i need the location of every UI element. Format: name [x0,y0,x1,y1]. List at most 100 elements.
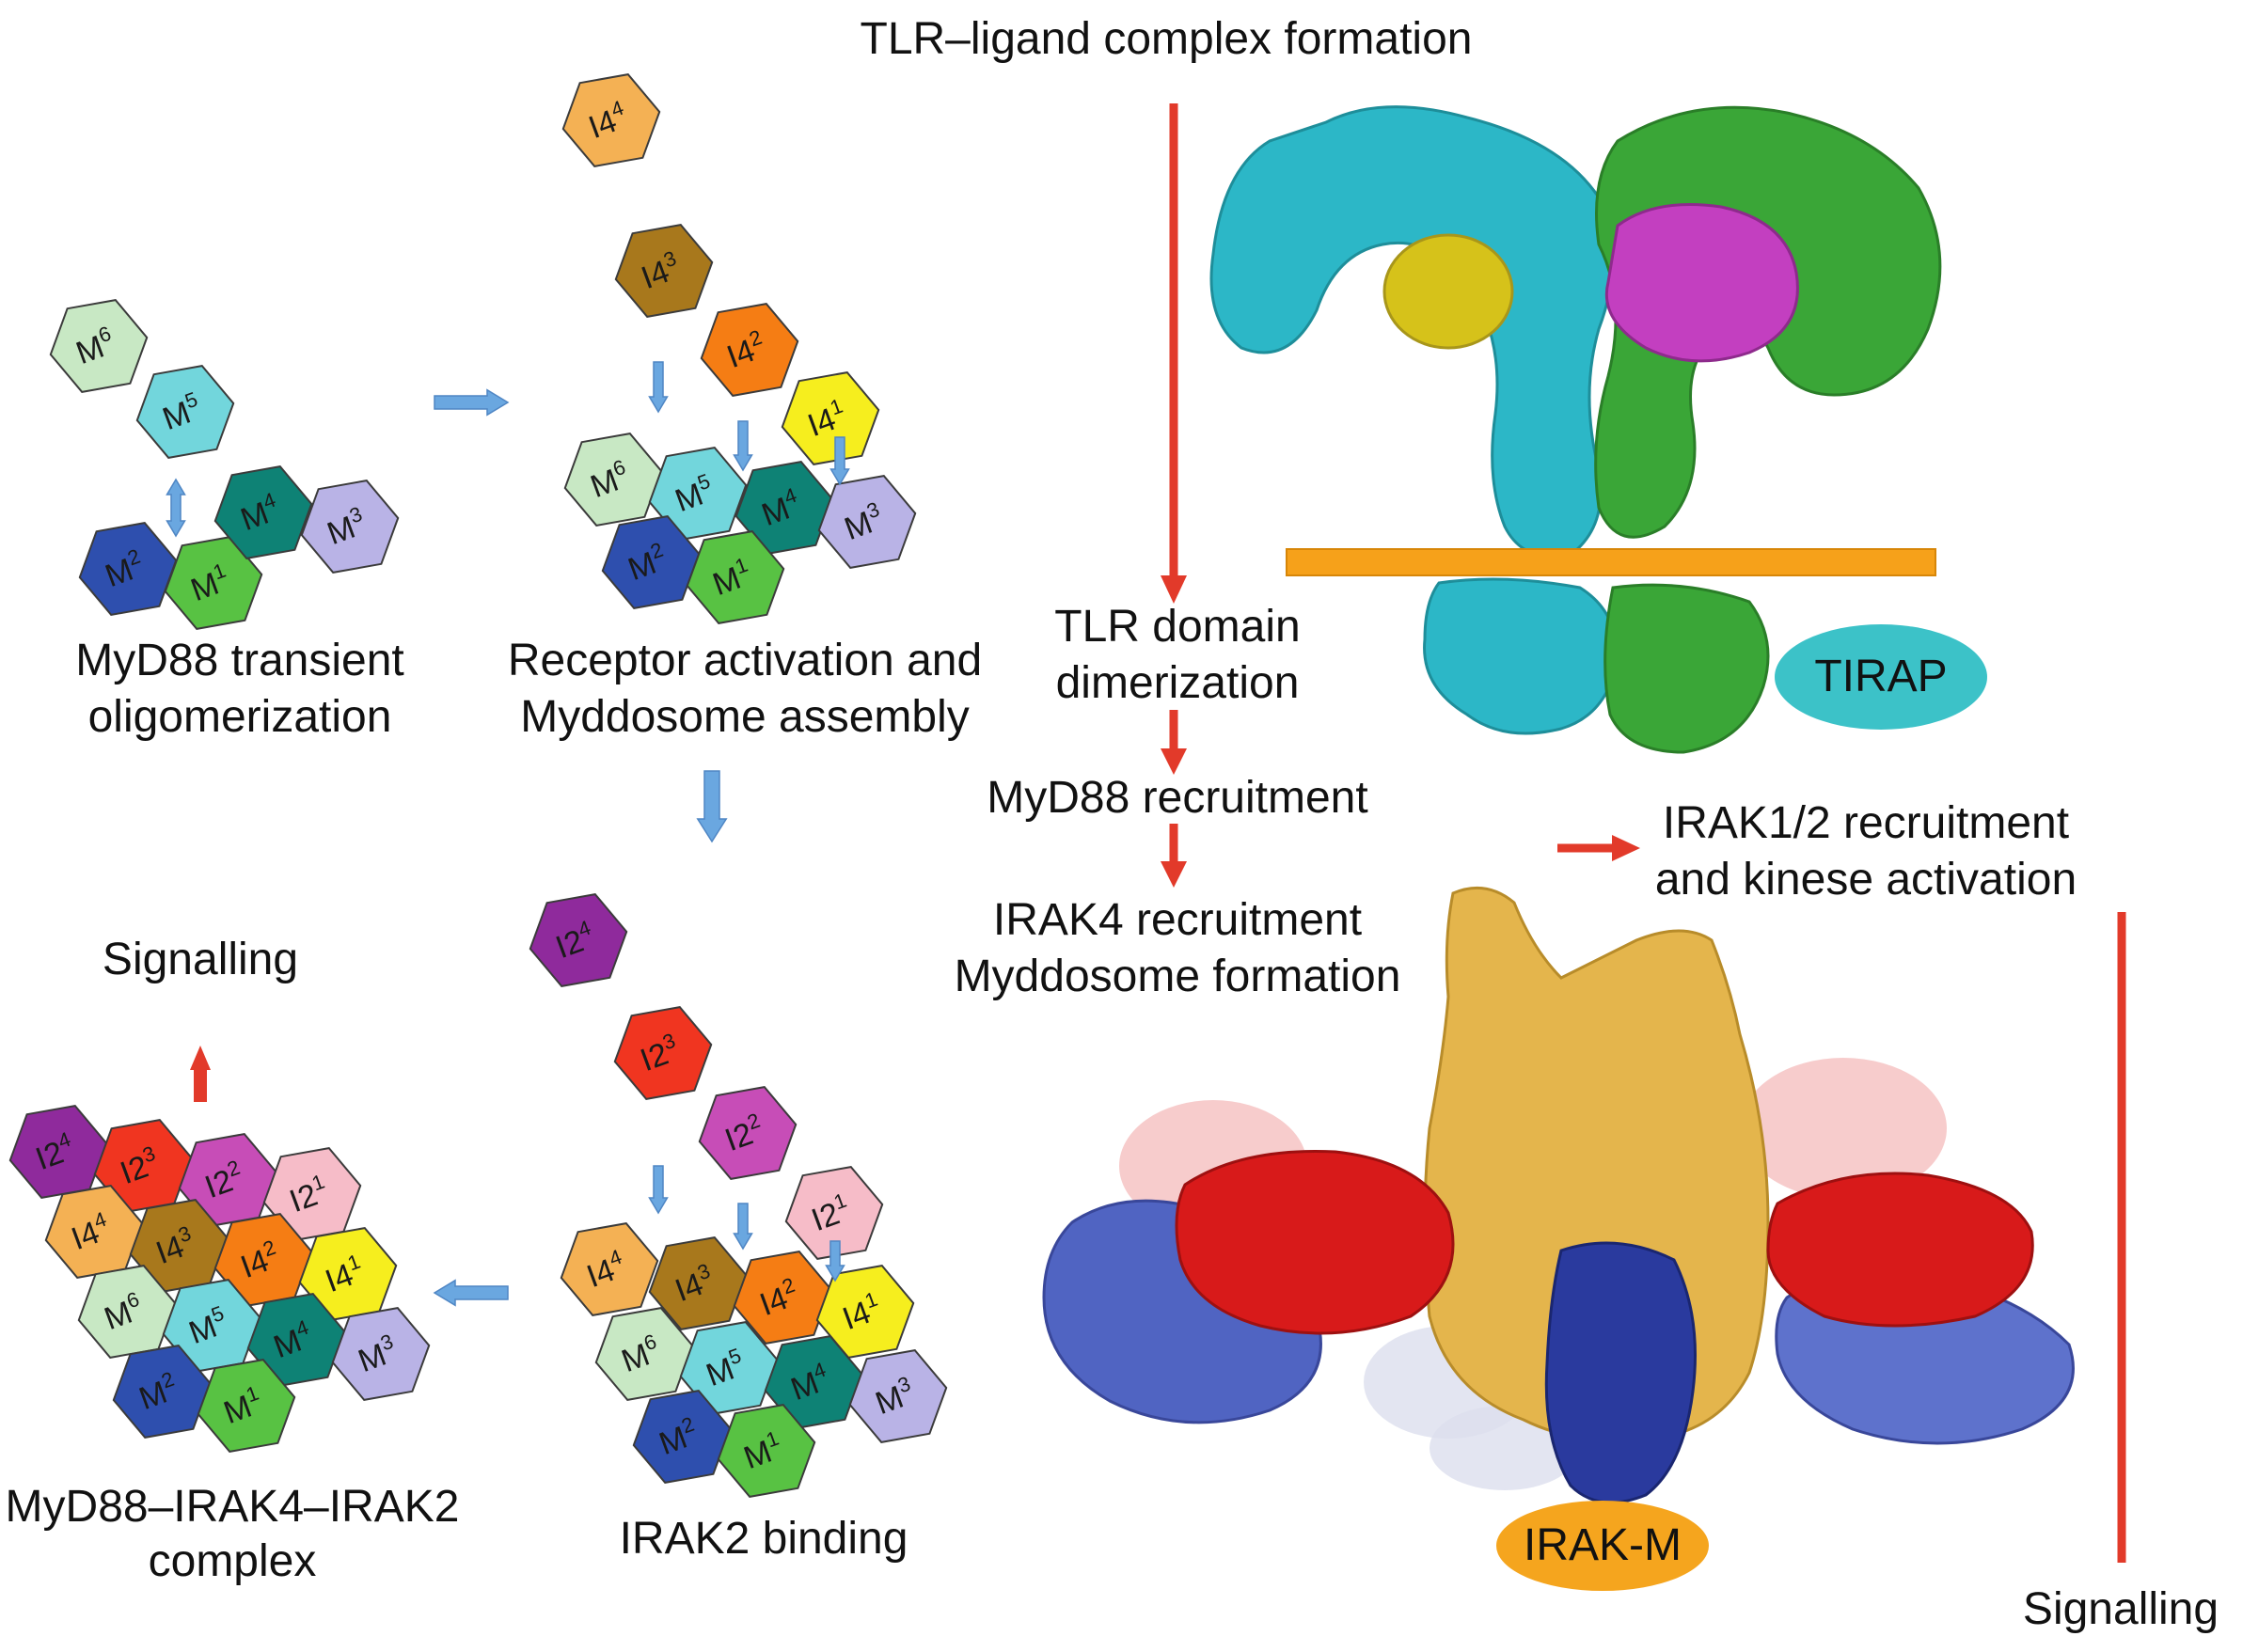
pathway-irak12-line1: IRAK1/2 recruitment [1663,798,2069,848]
irakm-badge [1496,1501,1709,1591]
pathway-arrow-dimerization-head [1161,748,1187,775]
hex-c2-m5: M5 [648,447,748,541]
tirap-label: TIRAP [1814,652,1947,701]
hex-shape [49,299,149,393]
hex-shape [717,1404,816,1498]
hex-c4-m2: M2 [112,1345,212,1439]
blue-arrows [166,361,850,1307]
pathway-arrow-main-head [1161,575,1187,604]
hex-shape [648,447,748,541]
hex-c1-m3: M3 [300,480,400,574]
hex-shape [686,530,785,624]
hex-c2-m3: M3 [817,475,917,569]
pathway-dimerization-line2: dimerization [1056,658,1300,708]
pathway-arrow-myd88-head [1161,861,1187,888]
hex-c3-i43: I43 [648,1236,748,1330]
faded-irak2-right [1740,1058,1947,1199]
pathway-irak4-line2: Myddosome formation [955,952,1401,1001]
tirap-badge [1775,624,1987,730]
hex-shape [331,1307,431,1401]
blue-arrow-i22-c3 [648,1165,669,1215]
myddosome-structure: IRAK-M [1042,886,2075,1591]
hex-shape [594,1307,694,1401]
hex-c3-i24: I24 [529,893,628,987]
step-transient-line1: MyD88 transient [75,636,403,685]
hex-c3-m3: M3 [848,1349,948,1443]
pathway-arrows [190,103,2126,1563]
hex-c1-m4: M4 [213,465,313,559]
blue-arrow-i21b-c3 [825,1240,845,1282]
hex-c3-i23: I23 [613,1006,713,1100]
hex-c2-m1: M1 [686,530,785,624]
hex-c4-m5: M5 [162,1279,261,1373]
hex-shape [735,461,834,555]
membrane-bar [1286,548,1936,576]
hex-c3-m2: M2 [632,1390,732,1484]
step-transient-line2: oligomerization [88,692,392,742]
signalling-right-label: Signalling [2023,1584,2219,1634]
hex-shape [648,1236,748,1330]
hex-shape [529,893,628,987]
hex-c4-i23: I23 [93,1119,193,1213]
hex-c3-i44: I44 [560,1222,659,1316]
text-labels: TLR–ligand complex formation MyD88 trans… [6,14,2219,1634]
step-complex-line2: complex [149,1536,317,1586]
hex-c4-i22: I22 [178,1133,277,1227]
step-irak2-binding: IRAK2 binding [620,1514,908,1564]
hex-shape [78,522,178,616]
hex-shape [679,1321,779,1415]
signalling-up-arrow [190,1046,211,1070]
blue-arrow-i41-c2 [829,436,850,486]
hex-shape [613,1006,713,1100]
hex-c3-i21: I21 [784,1166,884,1260]
hex-shape [561,73,661,167]
hex-c4-i41: I41 [298,1227,398,1321]
step-complex-line1: MyD88–IRAK4–IRAK2 [6,1482,460,1532]
blue-double-arrow-m5-m2 [166,478,186,538]
step-assembly-line1: Receptor activation and [508,636,982,685]
ligand-magenta [1604,203,1799,363]
hex-c4-i24: I24 [8,1105,108,1199]
hex-c3-m5: M5 [679,1321,779,1415]
hex-shape [560,1222,659,1316]
hex-c3-m4: M4 [764,1335,863,1429]
hex-c1-m5: M5 [135,365,235,459]
blue-arrow-irak2-to-complex [433,1279,509,1307]
hex-shape [300,480,400,574]
hex-shape [112,1345,212,1439]
hex-c3-i22: I22 [698,1086,798,1180]
hex-shape [601,515,701,609]
hex-shape [815,1265,915,1359]
hex-shape [197,1359,296,1453]
tir-domain-cyan [1423,577,1619,735]
hexagon-clusters: M6M5M2M1M4M3I44I43I42I41M6M5M4M3M2M1I24I… [8,73,948,1498]
hex-shape [817,475,917,569]
hex-c4-m1: M1 [197,1359,296,1453]
pathway-arrow-irak4-head [1612,835,1640,861]
ligand-yellow [1382,233,1514,350]
hex-shape [213,465,313,559]
pathway-myd88: MyD88 recruitment [987,773,1367,823]
hex-c4-m3: M3 [331,1307,431,1401]
hex-c2-i42: I42 [700,303,799,397]
blue-arrow-assembly-to-irak2 [696,770,728,843]
hex-c3-m1: M1 [717,1404,816,1498]
hex-shape [764,1335,863,1429]
pathway-irak12-line2: and kinese activation [1655,855,2077,905]
hex-shape [135,365,235,459]
hex-shape [733,1251,832,1345]
hex-c1-m6: M6 [49,299,149,393]
hex-shape [246,1293,346,1387]
hex-c2-m6: M6 [563,433,663,527]
step-assembly-line2: Myddosome assembly [520,692,970,742]
hex-c2-m2: M2 [601,515,701,609]
hex-c3-i42: I42 [733,1251,832,1345]
hex-c1-m2: M2 [78,522,178,616]
hex-c3-m6: M6 [594,1307,694,1401]
hex-c3-i41: I41 [815,1265,915,1359]
hex-c4-i21: I21 [262,1147,362,1241]
irak2-left [1175,1149,1455,1335]
hex-shape [781,371,880,465]
